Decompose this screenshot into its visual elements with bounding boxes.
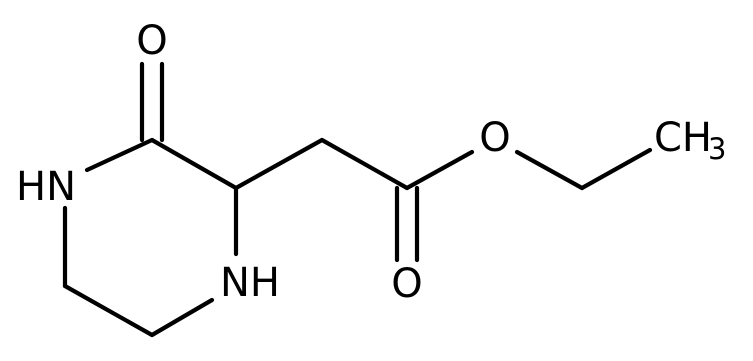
bond-n4-c5	[149, 297, 215, 338]
methyl-group-label: CH	[654, 115, 712, 161]
bond-ch2-ch3	[579, 147, 653, 191]
bond-c2-c3	[149, 137, 239, 191]
ester-side-chain-bonds	[233, 137, 653, 191]
bond-cester-oether	[404, 149, 475, 191]
methyl-subscript: 3	[708, 132, 726, 166]
piperazine-ring-bonds	[62, 137, 239, 338]
carbonyl-oxygen-label: O	[391, 261, 422, 307]
ketone-oxygen-label: O	[136, 18, 167, 64]
amide-nitrogen-label: HN	[16, 164, 76, 210]
bond-c3-ch2	[233, 137, 325, 191]
bond-c5-c6	[62, 283, 155, 338]
amine-nitrogen-label: NH	[220, 260, 280, 306]
ether-oxygen-label: O	[479, 115, 510, 161]
bond-oether-ch2	[514, 149, 585, 191]
ketone-double-bond	[139, 61, 165, 143]
bond-n1-c2	[84, 137, 155, 173]
bond-ch2-cester	[319, 137, 410, 191]
ester-carbonyl-double-bond	[394, 185, 420, 263]
